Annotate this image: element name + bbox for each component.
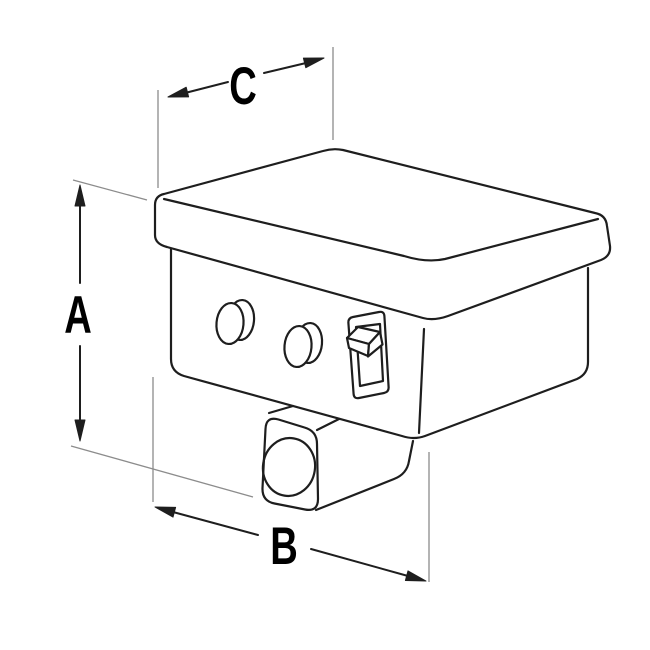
dimension-a-arrow-up-icon bbox=[74, 184, 86, 207]
dimension-a-arrow-down-icon bbox=[74, 419, 86, 442]
dimension-c-label: C bbox=[229, 56, 257, 116]
dimension-c-line-left bbox=[184, 81, 229, 94]
box-body bbox=[169, 245, 590, 440]
lid bbox=[153, 148, 612, 321]
dimension-c-arrow-left-icon bbox=[167, 86, 190, 98]
lid-silhouette bbox=[153, 148, 612, 321]
lid-top-face-edges bbox=[162, 197, 600, 262]
dimension-a: A bbox=[64, 179, 254, 498]
port-tube-right-silhouette bbox=[314, 439, 415, 512]
dimension-c: C bbox=[157, 47, 334, 188]
dimension-b-line-right bbox=[310, 548, 409, 577]
port-tube-top-right-edge bbox=[315, 417, 341, 432]
box-body-outline bbox=[169, 245, 590, 440]
dimension-c-line-right bbox=[263, 62, 307, 74]
push-button-left bbox=[215, 298, 256, 346]
dimension-b: B bbox=[152, 377, 430, 582]
dimension-c-arrow-right-icon bbox=[302, 57, 325, 69]
push-button-right-face bbox=[283, 324, 313, 369]
toggle-switch-inner-frame bbox=[354, 322, 385, 388]
push-button-right bbox=[283, 321, 324, 369]
bottom-port bbox=[261, 404, 415, 512]
toggle-switch bbox=[345, 310, 390, 400]
box-body-front-right-corner-edge bbox=[417, 327, 426, 435]
port-opening-circle bbox=[261, 436, 317, 498]
dimension-a-label: A bbox=[64, 285, 92, 345]
dimension-a-extension-bottom bbox=[70, 445, 254, 498]
dimension-b-line-left bbox=[172, 511, 259, 536]
dimension-a-extension-top bbox=[72, 179, 148, 201]
dimension-b-arrow-right-icon bbox=[404, 570, 427, 582]
port-tube-top-left-edge bbox=[267, 404, 295, 415]
toggle-lever-right-face bbox=[366, 330, 384, 358]
dimension-b-label: B bbox=[270, 516, 298, 576]
push-button-left-face bbox=[215, 301, 245, 346]
dimension-b-arrow-left-icon bbox=[154, 506, 177, 518]
